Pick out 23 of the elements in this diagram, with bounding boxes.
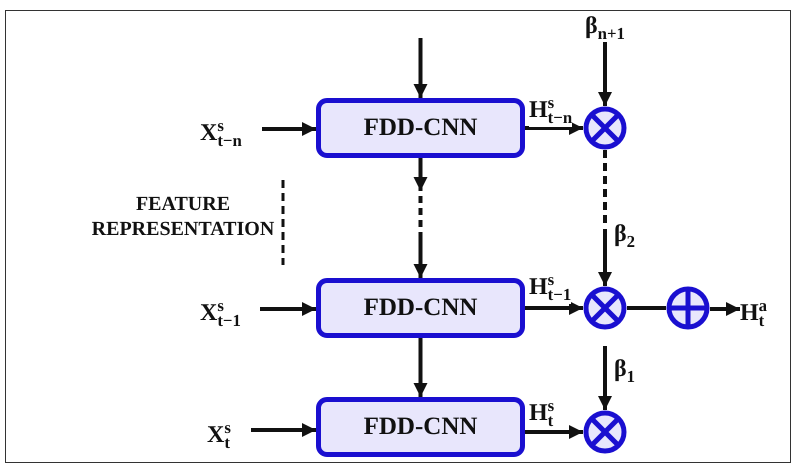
arrow xyxy=(525,121,583,135)
connector-line xyxy=(627,306,666,310)
process-box: FDD-CNN xyxy=(316,397,525,457)
arrow xyxy=(598,346,612,410)
process-box: FDD-CNN xyxy=(316,98,525,158)
arrow xyxy=(414,38,428,98)
arrow xyxy=(262,122,316,136)
multiply-operator-icon xyxy=(583,286,627,330)
arrow xyxy=(525,425,583,439)
math-label: β$_{n+1}$ xyxy=(585,6,651,42)
dashed-arrow xyxy=(414,158,428,278)
arrow xyxy=(251,423,316,437)
annotation-text: FEATURE REPRESENTATION xyxy=(90,192,276,242)
process-box: FDD-CNN xyxy=(316,278,525,338)
arrow xyxy=(598,42,612,106)
sum-operator-icon xyxy=(666,286,710,330)
arrow xyxy=(525,301,583,315)
multiply-operator-icon xyxy=(583,106,627,150)
multiply-operator-icon xyxy=(583,410,627,454)
arrow xyxy=(260,302,316,316)
dashed-arrow xyxy=(598,150,612,286)
arrow xyxy=(414,338,428,397)
arrow xyxy=(710,302,740,316)
